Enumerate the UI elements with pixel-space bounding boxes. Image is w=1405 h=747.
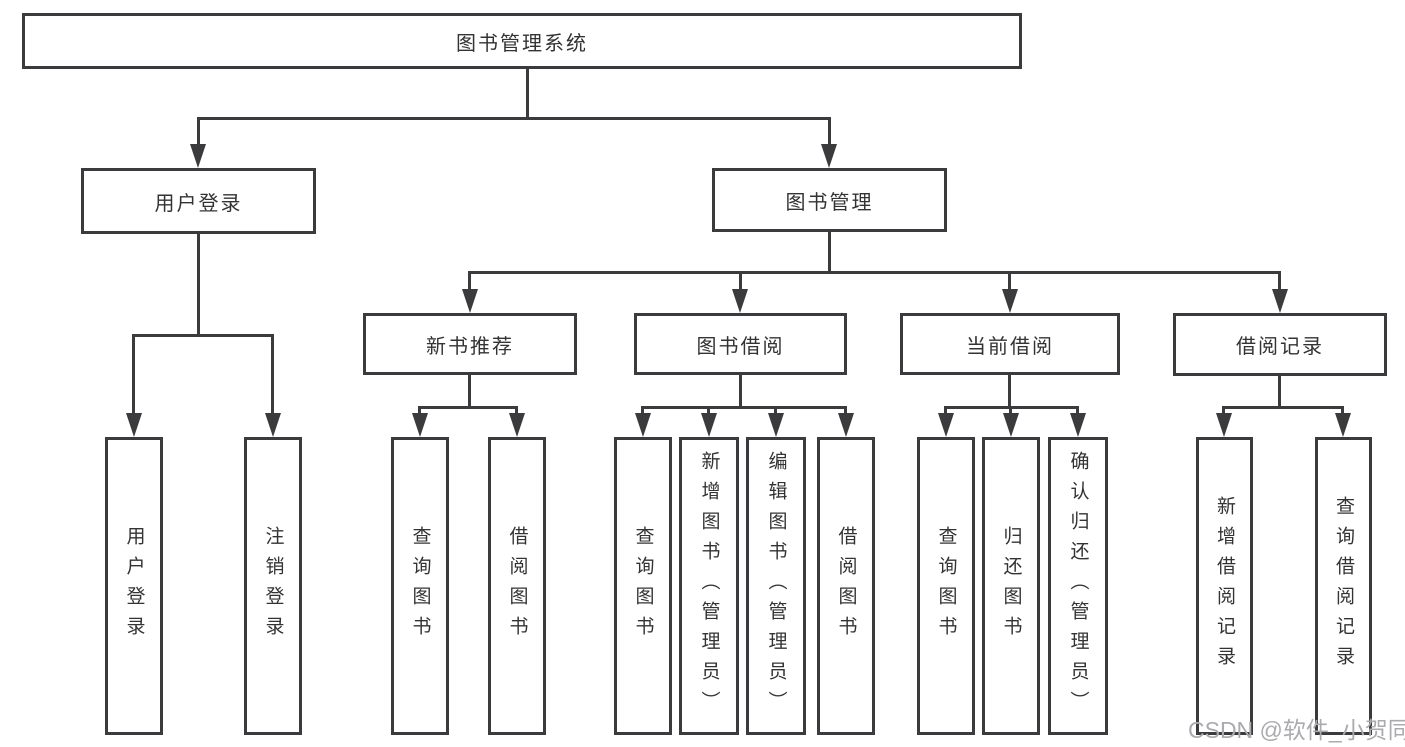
node-root: 图书管理系统 <box>22 13 1022 69</box>
leaf-edit-book-admin-label: 编辑图书（管理员） <box>765 451 787 721</box>
leaf-borrow-book-label: 借阅图书 <box>835 526 857 646</box>
leaf-borrow-query-book-label: 查询图书 <box>632 526 654 646</box>
connector-arrowhead <box>838 413 854 437</box>
connector-arrowhead <box>821 144 837 168</box>
node-new-book-recommend-label: 新书推荐 <box>426 335 514 358</box>
connector-line <box>197 117 831 120</box>
leaf-borrow-query-book: 查询图书 <box>614 437 672 735</box>
connector-line <box>944 406 947 416</box>
leaf-recommend-borrow-book-label: 借阅图书 <box>506 526 528 646</box>
connector-line <box>468 374 471 407</box>
leaf-current-query-book-label: 查询图书 <box>935 526 957 646</box>
connector-arrowhead <box>1070 413 1086 437</box>
connector-line <box>1341 406 1344 416</box>
leaf-query-borrow-record: 查询借阅记录 <box>1315 437 1372 735</box>
connector-arrowhead <box>938 413 954 437</box>
leaf-add-borrow-record-label: 新增借阅记录 <box>1214 496 1235 676</box>
leaf-return-book: 归还图书 <box>982 437 1040 735</box>
leaf-logout-label: 注销登录 <box>262 526 284 646</box>
node-book-management-label: 图书管理 <box>785 191 874 214</box>
connector-line <box>828 232 831 273</box>
leaf-recommend-query-book: 查询图书 <box>391 437 449 735</box>
connector-arrowhead <box>635 413 651 437</box>
leaf-borrow-book: 借阅图书 <box>817 437 875 735</box>
connector-line <box>739 374 742 407</box>
connector-arrowhead <box>1003 413 1019 437</box>
connector-line <box>1009 406 1012 416</box>
node-root-label: 图书管理系统 <box>456 32 588 55</box>
csdn-watermark: CSDN @软件_小贺同学 <box>1188 717 1405 743</box>
leaf-return-book-label: 归还图书 <box>1000 526 1022 646</box>
connector-arrowhead <box>1002 289 1018 313</box>
connector-line <box>468 271 1281 274</box>
connector-line <box>1076 406 1079 416</box>
node-new-book-recommend: 新书推荐 <box>363 313 577 375</box>
node-book-borrow: 图书借阅 <box>634 313 847 375</box>
connector-line <box>774 406 777 416</box>
connector-line <box>641 406 644 416</box>
connector-line <box>1222 406 1344 409</box>
connector-line <box>1008 374 1011 407</box>
connector-arrowhead <box>1272 289 1288 313</box>
connector-line <box>1008 271 1011 292</box>
connector-arrowhead <box>462 289 478 313</box>
connector-line <box>515 406 518 416</box>
connector-arrowhead <box>190 144 206 168</box>
node-user-login-label: 用户登录 <box>154 192 243 215</box>
leaf-add-book-admin-label: 新增图书（管理员） <box>698 451 720 721</box>
node-book-borrow-label: 图书借阅 <box>696 335 785 358</box>
node-borrow-records-label: 借阅记录 <box>1236 336 1324 358</box>
node-borrow-records: 借阅记录 <box>1173 313 1387 376</box>
connector-arrowhead <box>701 413 717 437</box>
connector-arrowhead <box>126 413 142 437</box>
connector-line <box>707 406 710 416</box>
connector-arrowhead <box>1216 413 1232 437</box>
connector-arrowhead <box>1335 413 1351 437</box>
connector-arrowhead <box>265 413 281 437</box>
connector-arrowhead <box>732 289 748 313</box>
connector-line <box>132 334 274 337</box>
node-current-borrow-label: 当前借阅 <box>966 335 1054 358</box>
connector-arrowhead <box>509 413 525 437</box>
leaf-add-borrow-record: 新增借阅记录 <box>1196 437 1253 735</box>
connector-line <box>271 334 274 416</box>
node-current-borrow: 当前借阅 <box>900 313 1120 375</box>
connector-arrowhead <box>412 413 428 437</box>
connector-line <box>197 117 200 147</box>
connector-line <box>468 271 471 292</box>
connector-line <box>1278 271 1281 292</box>
node-book-management: 图书管理 <box>712 168 947 232</box>
connector-line <box>828 117 831 147</box>
leaf-user-login-label: 用户登录 <box>123 526 145 646</box>
connector-line <box>844 406 847 416</box>
leaf-current-query-book: 查询图书 <box>917 437 975 735</box>
connector-line <box>641 406 847 409</box>
leaf-logout: 注销登录 <box>244 437 302 735</box>
leaf-query-borrow-record-label: 查询借阅记录 <box>1333 496 1354 676</box>
leaf-add-book-admin: 新增图书（管理员） <box>679 437 739 735</box>
leaf-confirm-return-admin-label: 确认归还（管理员） <box>1067 451 1089 721</box>
leaf-recommend-query-book-label: 查询图书 <box>409 526 431 646</box>
connector-line <box>418 406 518 409</box>
leaf-edit-book-admin: 编辑图书（管理员） <box>746 437 806 735</box>
leaf-confirm-return-admin: 确认归还（管理员） <box>1048 437 1108 735</box>
connector-line <box>418 406 421 416</box>
connector-line <box>739 271 742 292</box>
connector-line <box>526 69 529 118</box>
leaf-user-login: 用户登录 <box>105 437 163 735</box>
leaf-recommend-borrow-book: 借阅图书 <box>488 437 546 735</box>
connector-line <box>132 334 135 416</box>
node-user-login: 用户登录 <box>81 168 316 234</box>
connector-arrowhead <box>768 413 784 437</box>
connector-line <box>197 233 200 335</box>
connector-line <box>1222 406 1225 416</box>
connector-line <box>1278 375 1281 407</box>
